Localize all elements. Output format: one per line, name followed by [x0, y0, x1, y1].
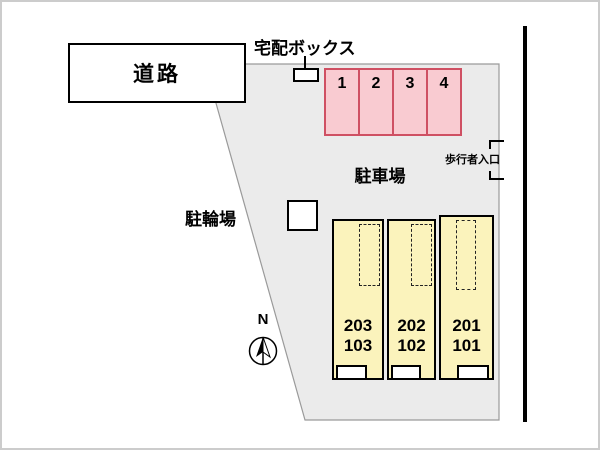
entrance-gap-mark-bottom	[489, 171, 504, 180]
pedestrian-entrance-label: 歩行者入口	[445, 154, 500, 166]
parking-space: 2	[358, 68, 394, 136]
unit-label: 202 102	[389, 316, 434, 355]
parking-space: 4	[426, 68, 462, 136]
unit-number-upper: 201	[452, 316, 481, 335]
road-label: 道路	[133, 63, 181, 86]
unit-number-upper: 202	[397, 316, 426, 335]
parking-space-number: 3	[405, 75, 415, 92]
parking-space-number: 4	[439, 75, 449, 92]
parking-spaces: 1 2 3 4	[324, 68, 462, 136]
unit-label: 203 103	[334, 316, 382, 355]
parking-space: 3	[392, 68, 428, 136]
compass-north-label: N	[258, 311, 269, 328]
site-boundary-line	[523, 26, 527, 422]
delivery-box-label: 宅配ボックス	[254, 39, 356, 58]
balcony-dashed-outline	[359, 224, 380, 286]
unit-number-lower: 103	[343, 335, 373, 355]
road-box: 道路	[68, 43, 246, 103]
entrance-porch	[457, 365, 489, 380]
compass-icon: N	[248, 311, 278, 366]
parking-space-number: 2	[371, 75, 381, 92]
bicycle-parking-label: 駐輪場	[185, 210, 236, 229]
unit-number-lower: 101	[452, 335, 481, 355]
entrance-porch	[391, 365, 421, 380]
parking-lot-label: 駐車場	[354, 167, 406, 186]
building-unit-203-103: 203 103	[332, 219, 384, 380]
building-unit-201-101: 201 101	[439, 215, 494, 380]
balcony-dashed-outline	[411, 224, 432, 286]
building-unit-202-102: 202 102	[387, 219, 436, 380]
entrance-porch	[336, 365, 367, 380]
parking-space: 1	[324, 68, 360, 136]
unit-number-upper: 203	[343, 316, 373, 335]
balcony-dashed-outline	[456, 220, 476, 290]
bicycle-parking-shape	[287, 200, 318, 231]
unit-number-lower: 102	[397, 335, 426, 355]
delivery-box-shape	[293, 68, 319, 82]
entrance-gap-mark-top	[489, 140, 504, 149]
delivery-box-leader-line	[304, 56, 306, 68]
parking-space-number: 1	[337, 75, 347, 92]
unit-label: 201 101	[441, 316, 492, 355]
